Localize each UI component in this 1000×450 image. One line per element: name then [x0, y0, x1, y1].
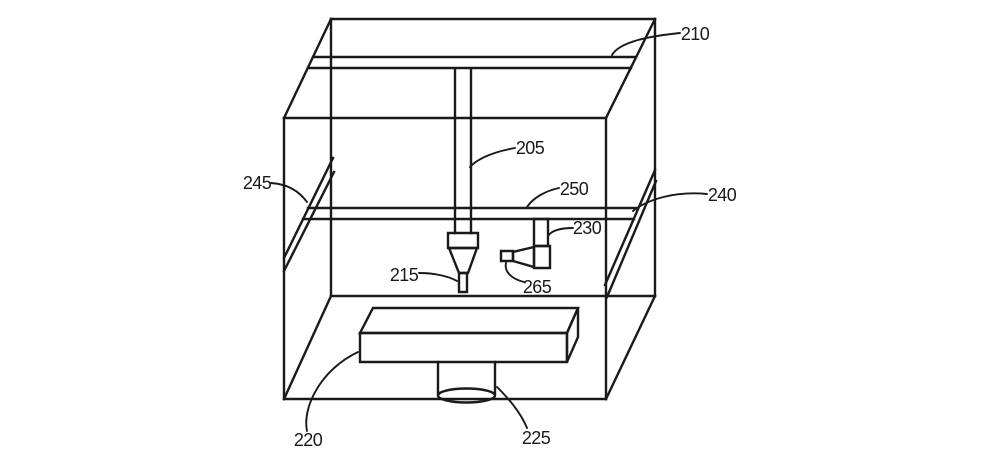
platform-220-right-face: [565, 307, 580, 363]
sensor-265-cone: [511, 245, 536, 269]
bracket-230-upper-arm: [532, 217, 550, 248]
ref-230-leader: [547, 227, 574, 237]
platform-220-front-face: [358, 331, 569, 364]
ref-240: 240: [708, 185, 737, 205]
ref-240-leader: [632, 192, 708, 212]
enclosure-bottom-right-slant: [604, 294, 657, 401]
pedestal-225-base-ellipse: [436, 387, 497, 404]
ref-210-leader: [611, 32, 681, 56]
ref-265-leader: [504, 262, 525, 283]
ref-245-leader: [270, 182, 308, 203]
ref-225: 225: [522, 428, 551, 448]
reference-leaders: [270, 32, 708, 432]
platform-220-top-face: [358, 306, 580, 335]
left-rail-245-front-line: [282, 156, 335, 260]
figure-parts: [358, 217, 580, 364]
ref-225-leader: [496, 386, 528, 429]
ref-250: 250: [560, 179, 589, 199]
bracket-230-lower-arm: [532, 244, 552, 270]
nozzle-tip-215: [457, 271, 469, 294]
sensor-265-tip: [499, 249, 515, 263]
right-rail-240-front-line: [603, 168, 657, 287]
reference-numerals: 210 205 245 250 240 230 215 265 220 225: [243, 24, 737, 450]
ref-210: 210: [681, 24, 710, 44]
ref-205-leader: [469, 147, 516, 168]
nozzle-block: [446, 231, 480, 250]
figure-ellipses: [436, 387, 497, 404]
right-rail-240-back-line: [605, 179, 658, 299]
ref-265: 265: [523, 277, 552, 297]
ref-220: 220: [294, 430, 323, 450]
left-rail-245-back-line: [282, 170, 336, 273]
ref-245: 245: [243, 173, 272, 193]
ref-230: 230: [573, 218, 602, 238]
nozzle-funnel: [447, 246, 479, 275]
ref-215: 215: [390, 265, 419, 285]
ref-250-leader: [526, 187, 560, 208]
ref-215-leader: [418, 272, 458, 282]
figure-edges: [282, 17, 658, 401]
ref-220-leader: [305, 351, 359, 432]
ref-205: 205: [516, 138, 545, 158]
enclosure-bottom-left-slant: [282, 294, 333, 401]
